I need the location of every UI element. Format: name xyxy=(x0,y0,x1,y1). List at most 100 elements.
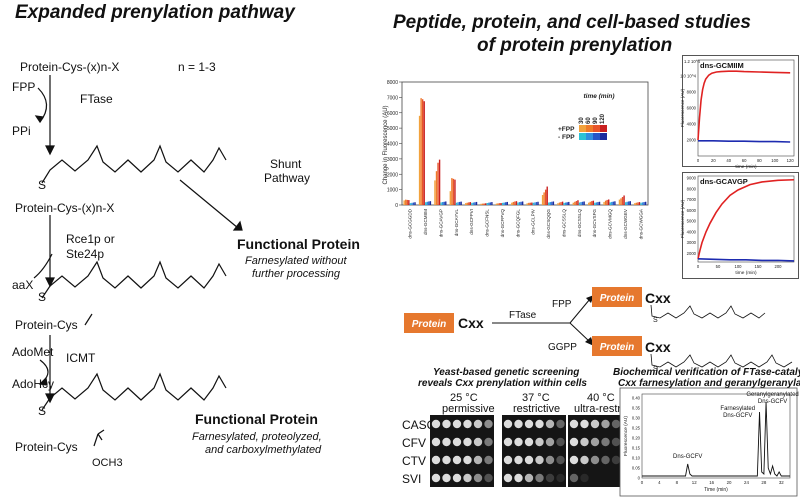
yeast-spot xyxy=(503,455,513,465)
bar xyxy=(572,202,575,205)
cxx-fpp: Cxx xyxy=(645,290,671,306)
category-label: dns-GCAVGP xyxy=(438,209,443,237)
bar xyxy=(581,201,584,205)
y-tick-label: 0 xyxy=(395,203,398,209)
category-label: dns-GCWGGA xyxy=(638,208,643,239)
bar xyxy=(421,99,424,205)
y-tick-label: 6000 xyxy=(387,111,398,117)
bar xyxy=(474,202,476,205)
methylated-protein: Protein-Cys xyxy=(15,440,78,454)
yeast-spot xyxy=(556,419,565,429)
bar xyxy=(445,201,447,205)
line-chart-xtick: 200 xyxy=(775,264,783,269)
fpp-branch xyxy=(569,298,591,324)
line-chart-ytick: 1.0 10^4 xyxy=(680,74,697,79)
right-title-line-1: Peptide, protein, and cell-based studies xyxy=(393,12,751,33)
start-substrate: Protein-Cys-(x)n-X xyxy=(20,60,120,74)
adomet-label: AdoMet xyxy=(12,345,54,359)
shunt-arrow xyxy=(179,179,239,229)
yeast-spot xyxy=(503,437,513,447)
shunt-label-2: Pathway xyxy=(264,171,311,185)
bar xyxy=(624,202,627,205)
bar xyxy=(428,201,430,205)
yeast-spot xyxy=(569,437,579,447)
ggpp-arrowhead xyxy=(585,337,594,346)
bar xyxy=(531,202,533,205)
protein-label: Protein xyxy=(600,342,634,353)
yeast-spot xyxy=(535,437,544,447)
bar xyxy=(588,202,590,205)
yeast-spot xyxy=(473,437,483,447)
line-chart-ytick: 6000 xyxy=(687,106,697,111)
bar xyxy=(505,202,507,205)
yeast-caption-1: Yeast-based genetic screening xyxy=(433,367,580,378)
bar xyxy=(518,202,521,205)
line-chart-xtick: 20 xyxy=(711,158,716,163)
bar xyxy=(469,202,472,205)
y-tick-label: 1000 xyxy=(387,188,398,194)
bar xyxy=(500,203,502,205)
yeast-spot xyxy=(569,473,579,483)
hplc-xtick: 8 xyxy=(676,480,679,485)
hplc-axes xyxy=(641,393,791,479)
line-chart-xtick: 0 xyxy=(697,158,700,163)
biochem-caption-1: Biochemical verification of FTase-cataly… xyxy=(613,367,800,378)
bar xyxy=(418,115,421,205)
yeast-spot xyxy=(611,419,621,429)
functional-protein-2-title: Functional Protein xyxy=(195,411,318,427)
bar xyxy=(552,201,555,205)
bar xyxy=(521,201,524,205)
yeast-spot xyxy=(569,455,579,465)
yeast-spot xyxy=(535,473,544,483)
condition-temp-3: 40 °C xyxy=(587,392,615,404)
right-title-line-2: of protein prenylation xyxy=(477,35,673,56)
hplc-ytick: 0.10 xyxy=(632,456,641,461)
bar xyxy=(575,201,578,205)
hplc-ytick: 0.30 xyxy=(632,416,641,421)
functional-protein-1-title: Functional Protein xyxy=(237,236,360,252)
bar xyxy=(441,202,444,205)
yeast-spot xyxy=(611,455,621,465)
yeast-spot xyxy=(611,437,621,447)
bar xyxy=(609,202,611,205)
line-chart-ytick: 7000 xyxy=(687,197,697,202)
yeast-spot xyxy=(580,437,589,447)
bar xyxy=(634,203,636,205)
yeast-spot xyxy=(431,455,441,465)
s-label-3: S xyxy=(38,404,47,418)
legend-swatch xyxy=(579,125,586,132)
bar xyxy=(558,202,561,205)
bar xyxy=(435,171,438,205)
hplc-xtick: 12 xyxy=(692,480,697,485)
hplc-ytick: 0.20 xyxy=(632,436,641,441)
hplc-xtick: 20 xyxy=(727,480,732,485)
bar xyxy=(532,202,535,205)
series-line xyxy=(697,70,791,141)
legend-swatch xyxy=(600,133,607,140)
yeast-spot xyxy=(431,473,441,483)
line-chart-ytick: 2000 xyxy=(687,251,697,256)
strain-3: CTV xyxy=(402,454,426,468)
bar xyxy=(452,178,455,205)
yeast-spot xyxy=(442,473,451,483)
yeast-spot xyxy=(535,419,544,429)
y-tick-label: 7000 xyxy=(387,95,398,101)
category-label: dns-GCSSLQ xyxy=(577,209,582,238)
category-label: dns-GCGGDD xyxy=(408,208,413,238)
bar xyxy=(549,202,552,205)
line-chart-axes xyxy=(697,175,795,263)
yeast-spot xyxy=(569,419,579,429)
yeast-spot xyxy=(452,419,462,429)
yeast-spot xyxy=(452,455,462,465)
bar xyxy=(520,201,522,205)
bar xyxy=(537,201,539,205)
bar-chart-ylabel: Change in Fluorescence (AU) xyxy=(383,105,389,184)
yeast-spot xyxy=(463,437,472,447)
yeast-spot xyxy=(601,419,610,429)
bar xyxy=(485,203,487,205)
bar xyxy=(528,202,530,205)
y-tick-label: 4000 xyxy=(387,142,398,148)
yeast-spot xyxy=(556,473,565,483)
line-chart-ytick: 4000 xyxy=(687,122,697,127)
